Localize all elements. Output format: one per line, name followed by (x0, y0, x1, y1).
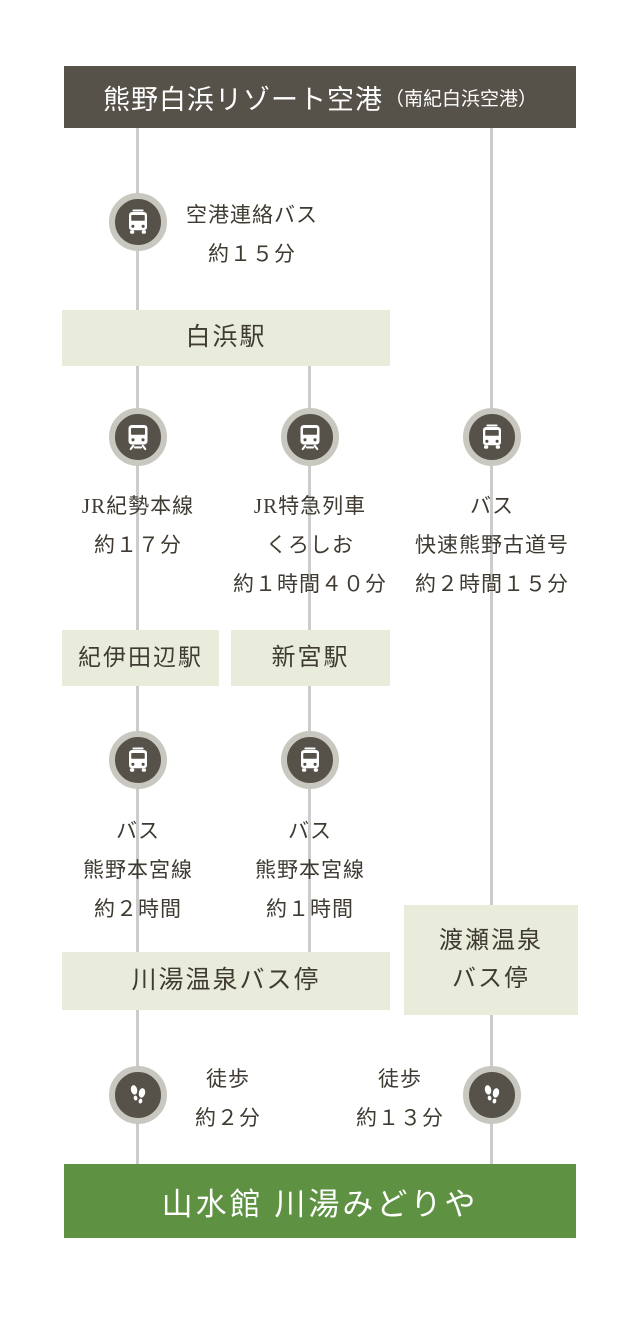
leg-walk-right-type: 徒歩 (378, 1067, 422, 1091)
station-shingu-label: 新宮駅 (271, 645, 350, 671)
bus-glyph (301, 747, 319, 772)
train-glyph (128, 425, 148, 451)
leg-hongu-bus-middle-type: バス (288, 819, 332, 843)
leg-hongu-bus-middle: バス 熊野本宮線 約１時間 (210, 812, 410, 929)
train-glyph (300, 425, 320, 451)
leg-airport-bus: 空港連絡バス 約１５分 (172, 196, 332, 274)
leg-hongu-bus-middle-time: 約１時間 (266, 897, 354, 921)
route-line-right (490, 128, 493, 1164)
leg-jr-kisei-time: 約１７分 (94, 533, 182, 557)
leg-walk-left-type: 徒歩 (206, 1067, 250, 1091)
destination-banner: 山水館 川湯みどりや (64, 1164, 576, 1238)
leg-walk-left-time: 約２分 (195, 1106, 261, 1130)
bus-icon (281, 731, 339, 789)
bus-glyph (129, 209, 147, 234)
leg-walk-right-time: 約１３分 (356, 1106, 444, 1130)
walk-footprints-icon (463, 1066, 521, 1124)
leg-kumano-kodo-bus: バス 快速熊野古道号 約２時間１５分 (387, 487, 597, 604)
footprints-glyph (130, 1085, 146, 1104)
leg-jr-kuroshio-name: JR特急列車 (253, 494, 367, 518)
station-shingu: 新宮駅 (231, 630, 390, 686)
footprints-glyph (484, 1085, 500, 1104)
station-shirahama: 白浜駅 (62, 310, 390, 366)
station-kiitanabe: 紀伊田辺駅 (62, 630, 219, 686)
origin-airport-alt-name: （南紀白浜空港） (384, 88, 537, 110)
bus-icon (109, 731, 167, 789)
station-kawayu-label: 川湯温泉バス停 (131, 967, 321, 994)
station-kawayu-bus-stop: 川湯温泉バス停 (62, 952, 390, 1010)
leg-walk-right: 徒歩 約１３分 (340, 1060, 460, 1138)
leg-walk-left: 徒歩 約２分 (168, 1060, 288, 1138)
bus-glyph (483, 424, 501, 449)
bus-icon (109, 193, 167, 251)
destination-name: 山水館 川湯みどりや (161, 1186, 479, 1222)
leg-kumano-kodo-bus-type: バス (470, 494, 514, 518)
leg-kumano-kodo-bus-time: 約２時間１５分 (415, 572, 569, 596)
leg-airport-bus-name: 空港連絡バス (186, 203, 318, 227)
origin-airport-name: 熊野白浜リゾート空港 (102, 84, 383, 115)
train-icon (109, 408, 167, 466)
train-icon (281, 408, 339, 466)
station-watase-line1: 渡瀬温泉 (439, 928, 543, 954)
leg-jr-kisei: JR紀勢本線 約１７分 (38, 487, 238, 565)
station-watase-bus-stop: 渡瀬温泉 バス停 (404, 905, 578, 1015)
leg-kumano-kodo-bus-name: 快速熊野古道号 (415, 533, 569, 557)
leg-airport-bus-time: 約１５分 (208, 242, 296, 266)
station-shirahama-label: 白浜駅 (185, 324, 267, 351)
leg-jr-kuroshio-train: くろしお (266, 533, 354, 557)
bus-glyph (129, 747, 147, 772)
leg-hongu-bus-middle-name: 熊野本宮線 (255, 858, 365, 882)
station-watase-line2: バス停 (452, 966, 530, 992)
leg-jr-kisei-name: JR紀勢本線 (81, 494, 195, 518)
station-kiitanabe-label: 紀伊田辺駅 (78, 645, 203, 670)
leg-jr-kuroshio: JR特急列車 くろしお 約１時間４０分 (205, 487, 415, 604)
bus-icon (463, 408, 521, 466)
leg-hongu-bus-left: バス 熊野本宮線 約２時間 (38, 812, 238, 929)
origin-airport-banner: 熊野白浜リゾート空港 （南紀白浜空港） (64, 66, 576, 128)
leg-hongu-bus-left-time: 約２時間 (94, 897, 182, 921)
walk-footprints-icon (109, 1066, 167, 1124)
leg-jr-kuroshio-time: 約１時間４０分 (233, 572, 387, 596)
leg-hongu-bus-left-type: バス (116, 819, 160, 843)
leg-hongu-bus-left-name: 熊野本宮線 (83, 858, 193, 882)
